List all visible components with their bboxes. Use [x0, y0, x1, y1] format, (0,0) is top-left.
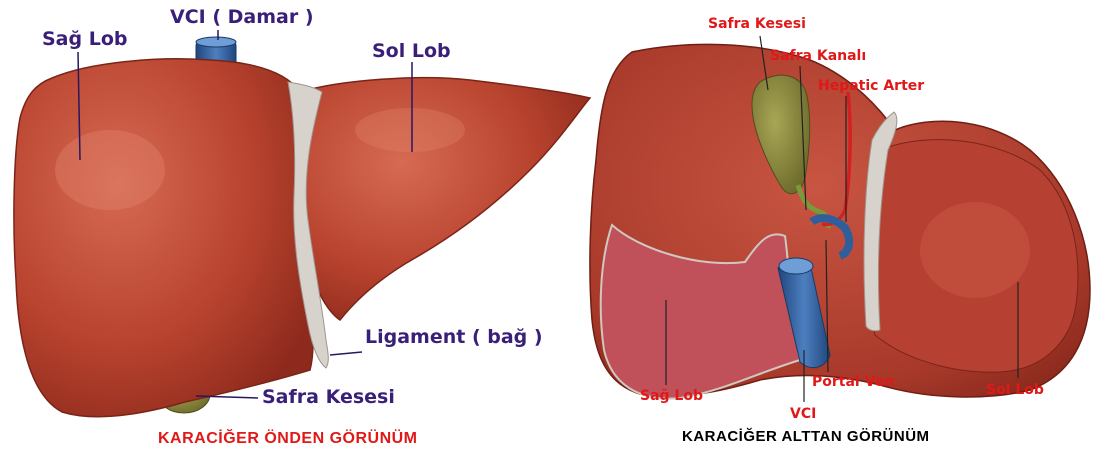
front-right-lobe [14, 59, 313, 417]
under-left-lobe-highlight [920, 202, 1030, 298]
front-label-ligament: Ligament ( bağ ) [365, 326, 543, 348]
front-label-left-lobe: Sol Lob [372, 40, 451, 62]
front-label-gallbladder: Safra Kesesi [262, 386, 395, 408]
under-label-portal-vein: Portal Ven [812, 374, 894, 390]
front-leader-ligament [330, 352, 362, 355]
front-label-right-lobe: Sağ Lob [42, 28, 127, 50]
front-vci-opening [196, 37, 236, 47]
under-label-left-lobe: Sol Lob [986, 382, 1044, 398]
under-label-vci: VCI [790, 406, 816, 422]
front-highlight-right [55, 130, 165, 210]
front-label-vci: VCI ( Damar ) [170, 6, 314, 28]
under-label-hepatic-artery: Hepatic Arter [818, 78, 924, 94]
front-caption: KARACİĞER ÖNDEN GÖRÜNÜM [158, 430, 418, 448]
front-liver-view [14, 30, 590, 417]
under-caption: KARACİĞER ALTTAN GÖRÜNÜM [682, 428, 930, 445]
under-vci-opening [779, 258, 813, 274]
under-label-gallbladder: Safra Kesesi [708, 16, 806, 32]
front-highlight-left [355, 108, 465, 152]
under-label-bile-duct: Safra Kanalı [770, 48, 866, 64]
under-label-right-lobe: Sağ Lob [640, 388, 703, 404]
